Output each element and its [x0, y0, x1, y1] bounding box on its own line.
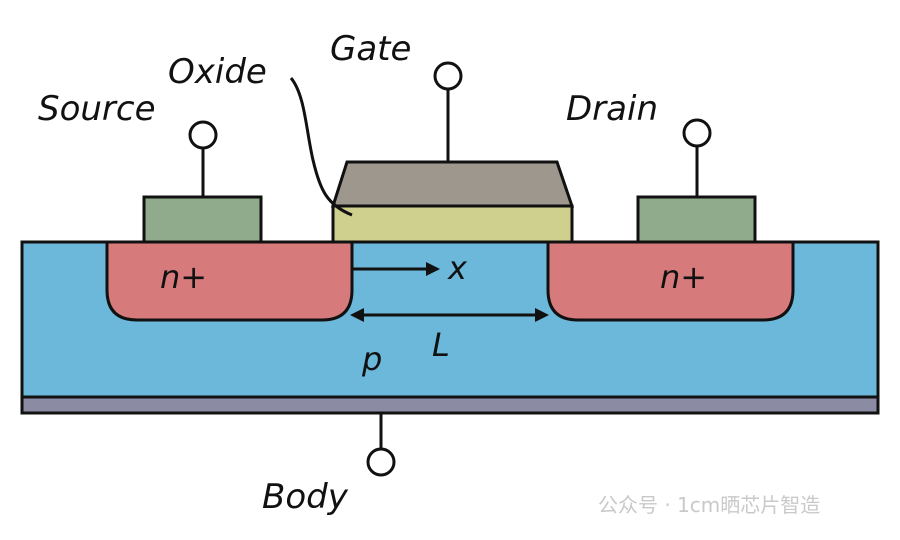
- x-direction-arrow: [353, 262, 440, 276]
- watermark-text: 公众号 · 1cm晒芯片智造: [598, 493, 820, 517]
- gate-electrode: [330, 160, 575, 208]
- body-metal-layer: [20, 395, 880, 415]
- channel-length-arrow: [350, 308, 549, 322]
- drain-contact: [636, 195, 757, 244]
- gate-terminal: [433, 61, 463, 162]
- source-contact: [142, 195, 263, 244]
- drain-label: Drain: [566, 89, 658, 129]
- gate-label: Gate: [330, 29, 411, 69]
- drain-n-plus-region: [546, 240, 795, 322]
- substrate-label: p: [361, 340, 382, 378]
- channel-length-label: L: [432, 326, 450, 364]
- source-label: Source: [38, 89, 156, 129]
- drain-region-label: n+: [660, 258, 707, 296]
- body-label: Body: [262, 477, 349, 517]
- oxide-leader-line: [289, 77, 353, 217]
- position-label: x: [447, 249, 468, 287]
- oxide-label: Oxide: [168, 52, 267, 92]
- source-terminal: [188, 120, 218, 197]
- drain-terminal: [682, 118, 712, 197]
- source-n-plus-region: [105, 240, 354, 322]
- body-terminal: [366, 413, 396, 477]
- gate-oxide: [331, 204, 574, 244]
- source-region-label: n+: [160, 258, 207, 296]
